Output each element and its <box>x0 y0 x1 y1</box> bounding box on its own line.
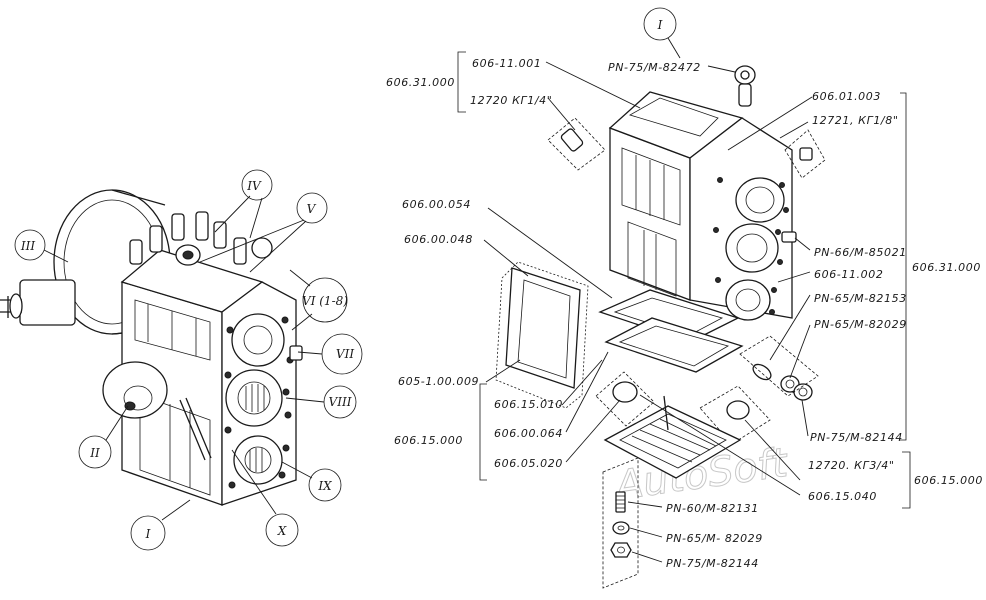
label-12720-kg3-4: 12720. КГ3/4" <box>808 459 895 472</box>
label-pn-65-m-82029: PN-65/M-82029 <box>814 318 907 331</box>
label-606-00-048: 606.00.048 <box>404 233 473 246</box>
assembled-gearbox-drawing <box>0 169 363 551</box>
callout-vi: VI (1-8) <box>302 294 348 308</box>
label-pn-75-m-82144: PN-75/M-82144 <box>810 431 903 444</box>
label-group-606-15-000-left: 606.15.000 <box>394 434 463 447</box>
top-callout-i: I <box>657 18 663 32</box>
label-eye-bolt: PN-75/M-82472 <box>608 61 701 74</box>
callout-x: X <box>277 524 287 538</box>
label-606-11-002: 606-11.002 <box>814 268 883 281</box>
label-pn-75-m-82144-bottom: PN-75/M-82144 <box>666 557 759 570</box>
callout-ii: II <box>89 446 100 460</box>
label-605-1-00-009: 605-1.00.009 <box>398 375 479 388</box>
label-606-00-054: 606.00.054 <box>402 198 471 211</box>
label-pn-65-m-82153: PN-65/M-82153 <box>814 292 907 305</box>
callout-i: I <box>145 527 151 541</box>
label-pn-66-m-85021: PN-66/M-85021 <box>814 246 907 259</box>
label-pn-65-m-82029-bottom: PN-65/M- 82029 <box>666 532 763 545</box>
label-606-05-020: 606.05.020 <box>494 457 563 470</box>
callout-v: V <box>307 202 317 216</box>
label-606-15-010: 606.15.010 <box>494 398 563 411</box>
label-606-15-040: 606.15.040 <box>808 490 877 503</box>
label-12720-kg1-4: 12720 КГ1/4" <box>470 94 552 107</box>
label-606-00-064: 606.00.064 <box>494 427 563 440</box>
label-group-606-31-000-right: 606.31.000 <box>912 261 981 274</box>
callout-ix: IX <box>317 479 332 493</box>
label-group-606-15-000-right: 606.15.000 <box>914 474 983 487</box>
callout-iii: III <box>20 239 35 253</box>
label-group-606-31-000-left: 606.31.000 <box>386 76 455 89</box>
label-pn-60-m-82131: PN-60/M-82131 <box>666 502 759 515</box>
label-606-01-003: 606.01.003 <box>812 90 881 103</box>
exploded-parts-drawing <box>457 7 911 589</box>
label-606-11-001: 606-11.001 <box>472 57 541 70</box>
callout-vii: VII <box>336 347 354 361</box>
callout-iv: IV <box>246 179 262 193</box>
label-12721-kg1-8: 12721, КГ1/8" <box>812 114 899 127</box>
callout-viii: VIII <box>329 395 352 409</box>
